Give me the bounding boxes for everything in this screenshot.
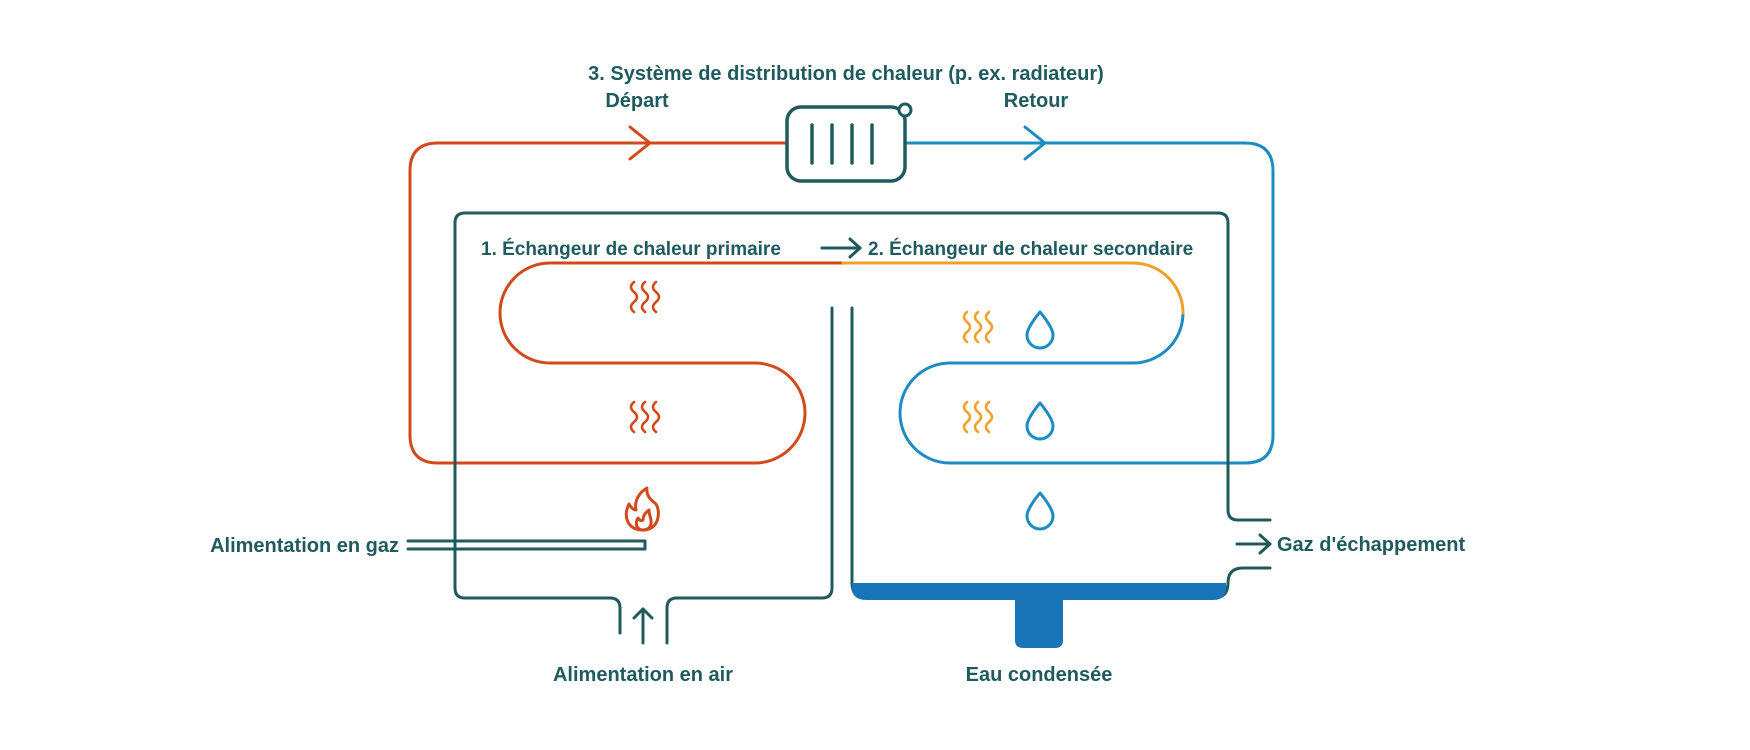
retour-label: Retour [1004, 90, 1069, 112]
primary-exchanger-label: 1. Échangeur de chaleur primaire [481, 238, 781, 260]
distribution-title: 3. Système de distribution de chaleur (p… [588, 63, 1104, 85]
boiler-casing [453, 211, 1272, 635]
arrow-icon [820, 237, 862, 259]
water-drop-icon [1025, 401, 1055, 441]
heat-waves-icon [962, 310, 994, 344]
supply-pipe [408, 141, 845, 465]
exhaust-gas-label: Gaz d'échappement [1277, 534, 1465, 556]
air-supply-label: Alimentation en air [553, 664, 733, 686]
arrow-icon [628, 125, 652, 161]
arrow-icon [1023, 125, 1047, 161]
water-drop-icon [1025, 310, 1055, 350]
condensed-water-pool [852, 583, 1226, 648]
return-pipe [898, 141, 1275, 465]
secondary-exchanger-label: 2. Échangeur de chaleur secondaire [868, 238, 1193, 260]
gas-supply-pipe [406, 539, 647, 551]
heat-waves-icon [629, 400, 661, 434]
condensate-tray [850, 306, 1272, 600]
radiator-icon [785, 102, 913, 183]
gas-supply-label: Alimentation en gaz [210, 535, 399, 557]
secondary-warm-pipe [841, 261, 1185, 315]
heat-waves-icon [962, 400, 994, 434]
boiler-casing-right [665, 306, 834, 645]
arrow-icon [632, 607, 654, 645]
heat-waves-icon [629, 280, 661, 314]
arrow-icon [1235, 533, 1272, 555]
depart-label: Départ [605, 90, 669, 112]
condensed-water-label: Eau condensée [966, 664, 1113, 686]
flame-icon [624, 486, 660, 532]
water-drop-icon [1025, 491, 1055, 531]
